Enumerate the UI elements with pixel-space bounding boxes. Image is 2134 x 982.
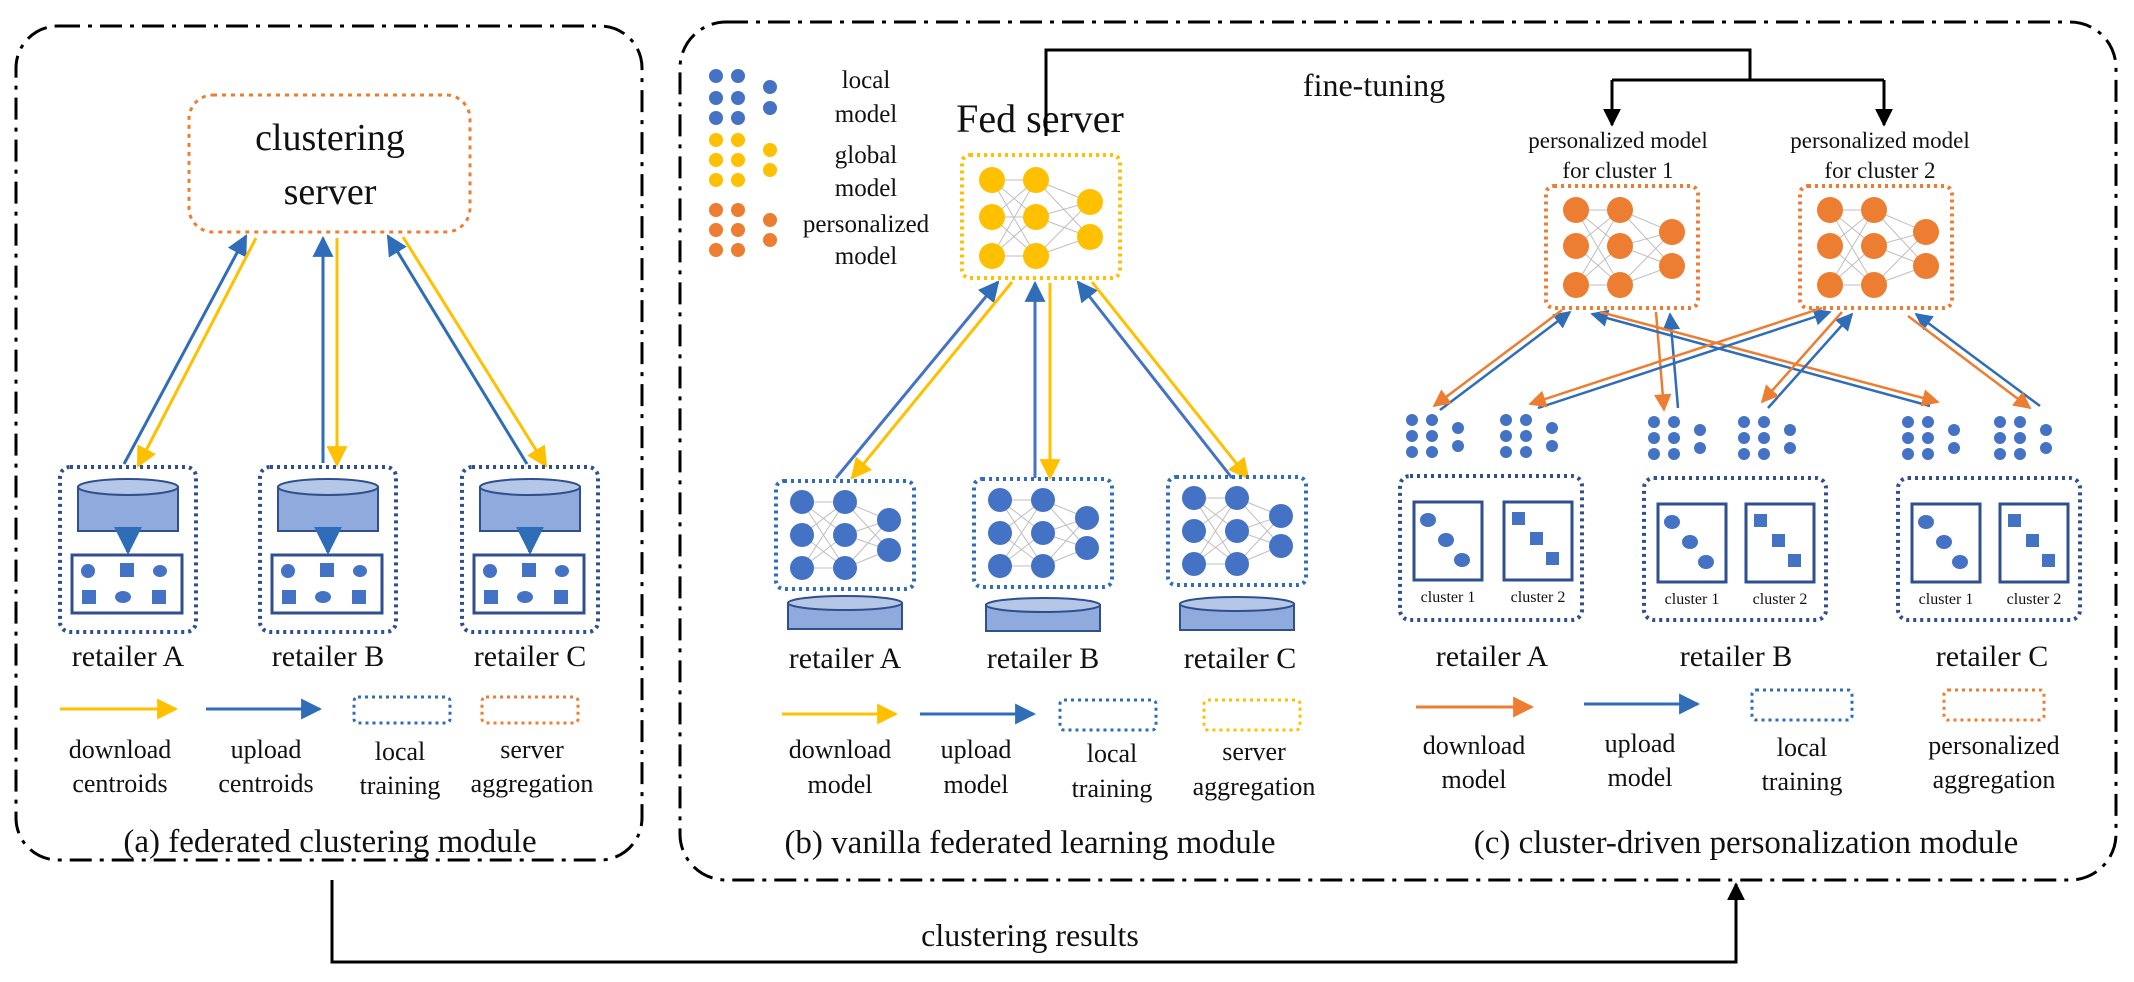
key-local-text: model: [835, 101, 898, 128]
legend-upload-text: upload: [941, 735, 1012, 764]
personalized-model-1-label: for cluster 1: [1562, 158, 1673, 183]
key-global-text: model: [835, 175, 898, 202]
legend-local-text: training: [360, 771, 441, 800]
panel-a-frame: [14, 24, 644, 862]
cluster-1-label: cluster 1: [1665, 591, 1720, 608]
legend-download-text: download: [789, 735, 892, 764]
cluster-arrows: [1432, 306, 2041, 412]
retailer-c-label: retailer C: [474, 640, 586, 673]
legend-upload-text: upload: [231, 735, 302, 764]
retailer-c-label: retailer C: [1936, 640, 2048, 673]
retailer-a-local-models: [1406, 414, 1558, 458]
upload-arrow-a: [834, 280, 1000, 479]
retailer-c-local-model: [1166, 475, 1308, 631]
legend-personalized-text: aggregation: [1933, 765, 2056, 794]
fed-server-label: Fed server: [956, 96, 1124, 141]
upload-arrow-a: [122, 234, 248, 465]
legend-server-box: [480, 695, 580, 725]
retailer-b-label: retailer B: [272, 640, 384, 673]
retailer-a-local-model: [774, 479, 916, 630]
retailer-b-label: retailer B: [987, 642, 1099, 675]
clustering-server-box: [187, 93, 472, 234]
clustering-results-label: clustering results: [921, 917, 1139, 953]
legend-local-box: [1058, 698, 1158, 732]
fine-tuning-label: fine-tuning: [1303, 67, 1445, 103]
retailer-c-label: retailer C: [1184, 642, 1296, 675]
retailer-b-label: retailer B: [1680, 640, 1792, 673]
cluster-2-label: cluster 2: [2007, 591, 2062, 608]
retailer-c-local-models: [1902, 416, 2052, 460]
legend-server-text: aggregation: [471, 769, 594, 798]
legend-upload-text: model: [944, 770, 1009, 799]
legend-local-text: local: [1777, 733, 1828, 762]
retailer-b-local-models: [1648, 416, 1796, 460]
clustering-server-label-1: clustering: [255, 117, 405, 159]
personalized-model-cluster-2: [1798, 184, 1954, 310]
legend-server-box: [1202, 698, 1302, 732]
upload-arrow-c: [386, 234, 529, 465]
personalized-model-2-label: personalized model: [1790, 128, 1969, 153]
upload-arrow-c: [1076, 280, 1234, 479]
personalized-model-cluster-1: [1544, 184, 1700, 310]
download-arrow-c: [401, 236, 548, 468]
key-local-model-icon: [709, 69, 777, 125]
panel-a-caption: (a) federated clustering module: [123, 824, 536, 860]
panel-c: fine-tuning personalized model for clust…: [1044, 48, 2082, 861]
cluster-1-label: cluster 1: [1421, 589, 1476, 606]
legend-download-text: download: [69, 735, 172, 764]
key-global-text: global: [835, 142, 898, 169]
legend-local-text: training: [1762, 767, 1843, 796]
retailer-a-label: retailer A: [789, 642, 902, 675]
legend-upload-text: centroids: [218, 769, 313, 798]
key-local-text: local: [842, 67, 891, 94]
legend-upload-text: upload: [1605, 729, 1676, 758]
panel-b: local model global model personalized mo…: [709, 67, 1315, 861]
cluster-1-label: cluster 1: [1919, 591, 1974, 608]
legend-download-text: download: [1423, 731, 1526, 760]
legend-local-box: [1750, 688, 1854, 722]
key-personalized-model-icon: [709, 203, 777, 257]
key-personal-text: personalized: [803, 211, 930, 238]
retailer-b-box: [258, 465, 398, 634]
legend-local-text: local: [375, 737, 426, 766]
panel-c-caption: (c) cluster-driven personalization modul…: [1474, 825, 2019, 861]
retailer-c-box: [460, 465, 600, 634]
download-arrow-c: [1090, 281, 1250, 480]
legend-personalized-text: personalized: [1928, 731, 2059, 760]
legend-server-text: aggregation: [1193, 772, 1316, 801]
personalized-model-1-label: personalized model: [1528, 128, 1707, 153]
download-arrow-a: [136, 237, 258, 468]
fed-server-box: [960, 153, 1122, 280]
retailer-a-clusters: cluster 1 cluster 2: [1398, 474, 1584, 622]
retailer-a-label: retailer A: [72, 640, 185, 673]
legend-download-text: model: [808, 770, 873, 799]
retailer-b-local-model: [972, 477, 1114, 632]
legend-server-text: server: [500, 735, 564, 764]
legend-local-text: local: [1087, 739, 1138, 768]
legend-server-text: server: [1222, 737, 1286, 766]
key-personal-text: model: [835, 243, 898, 270]
legend-download-text: model: [1442, 765, 1507, 794]
panel-b-caption: (b) vanilla federated learning module: [784, 825, 1275, 861]
cluster-2-label: cluster 2: [1511, 589, 1566, 606]
retailer-b-clusters: cluster 1 cluster 2: [1642, 476, 1828, 622]
personalized-model-2-label: for cluster 2: [1824, 158, 1935, 183]
retailer-a-label: retailer A: [1436, 640, 1549, 673]
legend-upload-text: model: [1608, 763, 1673, 792]
key-global-model-icon: [709, 133, 777, 187]
legend-download-text: centroids: [72, 769, 167, 798]
retailer-a-box: [58, 465, 198, 634]
clustering-results-connector: [330, 880, 1745, 964]
cluster-2-label: cluster 2: [1753, 591, 1808, 608]
clustering-server-label-2: server: [284, 171, 377, 213]
retailer-c-clusters: cluster 1 cluster 2: [1896, 476, 2082, 622]
panel-a: clustering server: [58, 93, 600, 860]
legend-local-box: [352, 695, 452, 725]
panel-bc-frame: [678, 20, 2118, 882]
legend-local-text: training: [1072, 774, 1153, 803]
fine-tuning-connector: [1044, 48, 1752, 136]
download-arrow-a: [850, 281, 1014, 480]
legend-personalized-box: [1942, 688, 2046, 722]
